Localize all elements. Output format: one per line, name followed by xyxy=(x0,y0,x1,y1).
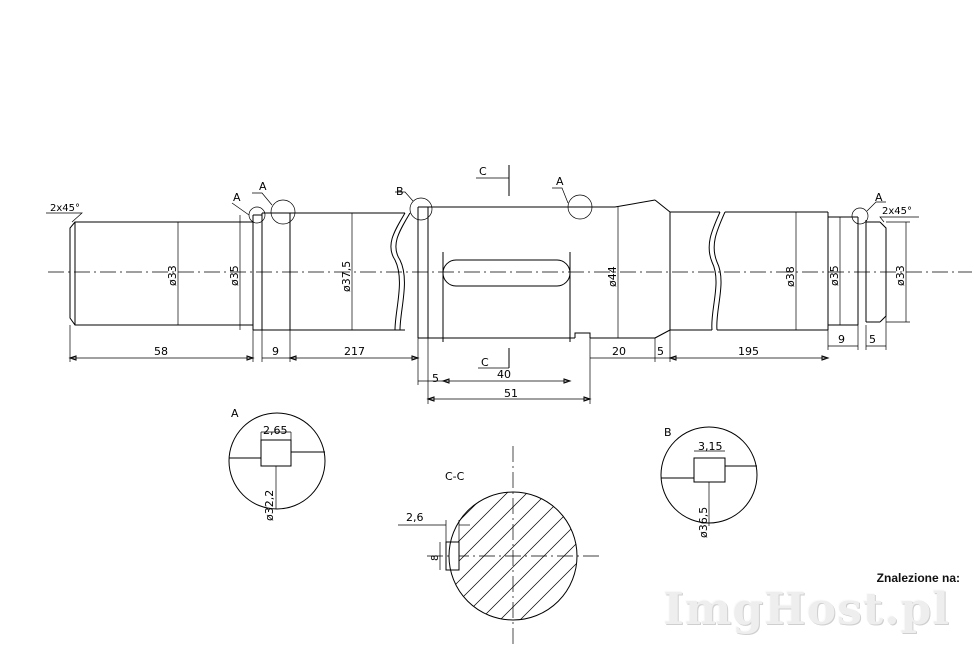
chamfer-right-label: 2x45° xyxy=(882,206,912,217)
diameter-dimension-lines xyxy=(177,207,910,338)
detail-ref-label: B xyxy=(396,185,404,198)
section-mark-label: C xyxy=(481,356,489,369)
length-label: 195 xyxy=(738,345,759,358)
length-label: 58 xyxy=(154,345,168,358)
diameter-label: ø37,5 xyxy=(340,261,353,292)
length-dimension-lines xyxy=(68,316,887,404)
chamfer-left-label: 2x45° xyxy=(50,203,80,214)
section-cc-title: C-C xyxy=(445,470,465,483)
main-view-labels: 2x45° 2x45° A A B A A C C ø33 ø35 ø37,5 … xyxy=(50,165,912,400)
diameter-label: ø33 xyxy=(894,265,907,286)
detail-ref-label: A xyxy=(259,180,267,193)
diameter-label: ø38 xyxy=(784,266,797,287)
diameter-label: ø35 xyxy=(828,265,841,286)
diameter-label: ø35 xyxy=(228,265,241,286)
watermark-logo[interactable]: ImgHost.pl xyxy=(663,584,950,635)
detail-b-title: B xyxy=(664,426,672,439)
watermark-label: Znalezione na: xyxy=(876,571,960,585)
detail-a-width: 2,65 xyxy=(263,424,288,437)
detail-a-title: A xyxy=(231,407,239,420)
length-label: 9 xyxy=(272,345,279,358)
length-label: 217 xyxy=(344,345,365,358)
length-label: 5 xyxy=(869,333,876,346)
section-mark-label: C xyxy=(479,165,487,178)
detail-ref-label: A xyxy=(556,175,564,188)
detail-circles xyxy=(46,187,919,225)
length-label: 20 xyxy=(612,345,626,358)
detail-b-width: 3,15 xyxy=(698,440,723,453)
detail-a-view: A 2,65 ø32,2 xyxy=(228,407,326,521)
shaft-outline xyxy=(69,199,887,342)
length-label: 40 xyxy=(497,368,511,381)
diameter-label: ø33 xyxy=(166,265,179,286)
length-label: 51 xyxy=(504,387,518,400)
length-label: 5 xyxy=(657,345,664,358)
length-label: 9 xyxy=(838,333,845,346)
detail-ref-label: A xyxy=(875,191,883,204)
section-cc-view: C-C xyxy=(398,446,600,646)
section-cc-width: 8 xyxy=(430,555,441,561)
diameter-label: ø44 xyxy=(606,266,619,287)
section-cut-marks xyxy=(476,165,510,369)
section-cc-depth: 2,6 xyxy=(406,511,424,524)
detail-ref-label: A xyxy=(233,191,241,204)
detail-a-diameter: ø32,2 xyxy=(263,490,276,521)
length-label: 5 xyxy=(432,372,439,385)
detail-b-view: B 3,15 ø36,5 xyxy=(660,426,758,538)
detail-b-diameter: ø36,5 xyxy=(697,507,710,538)
